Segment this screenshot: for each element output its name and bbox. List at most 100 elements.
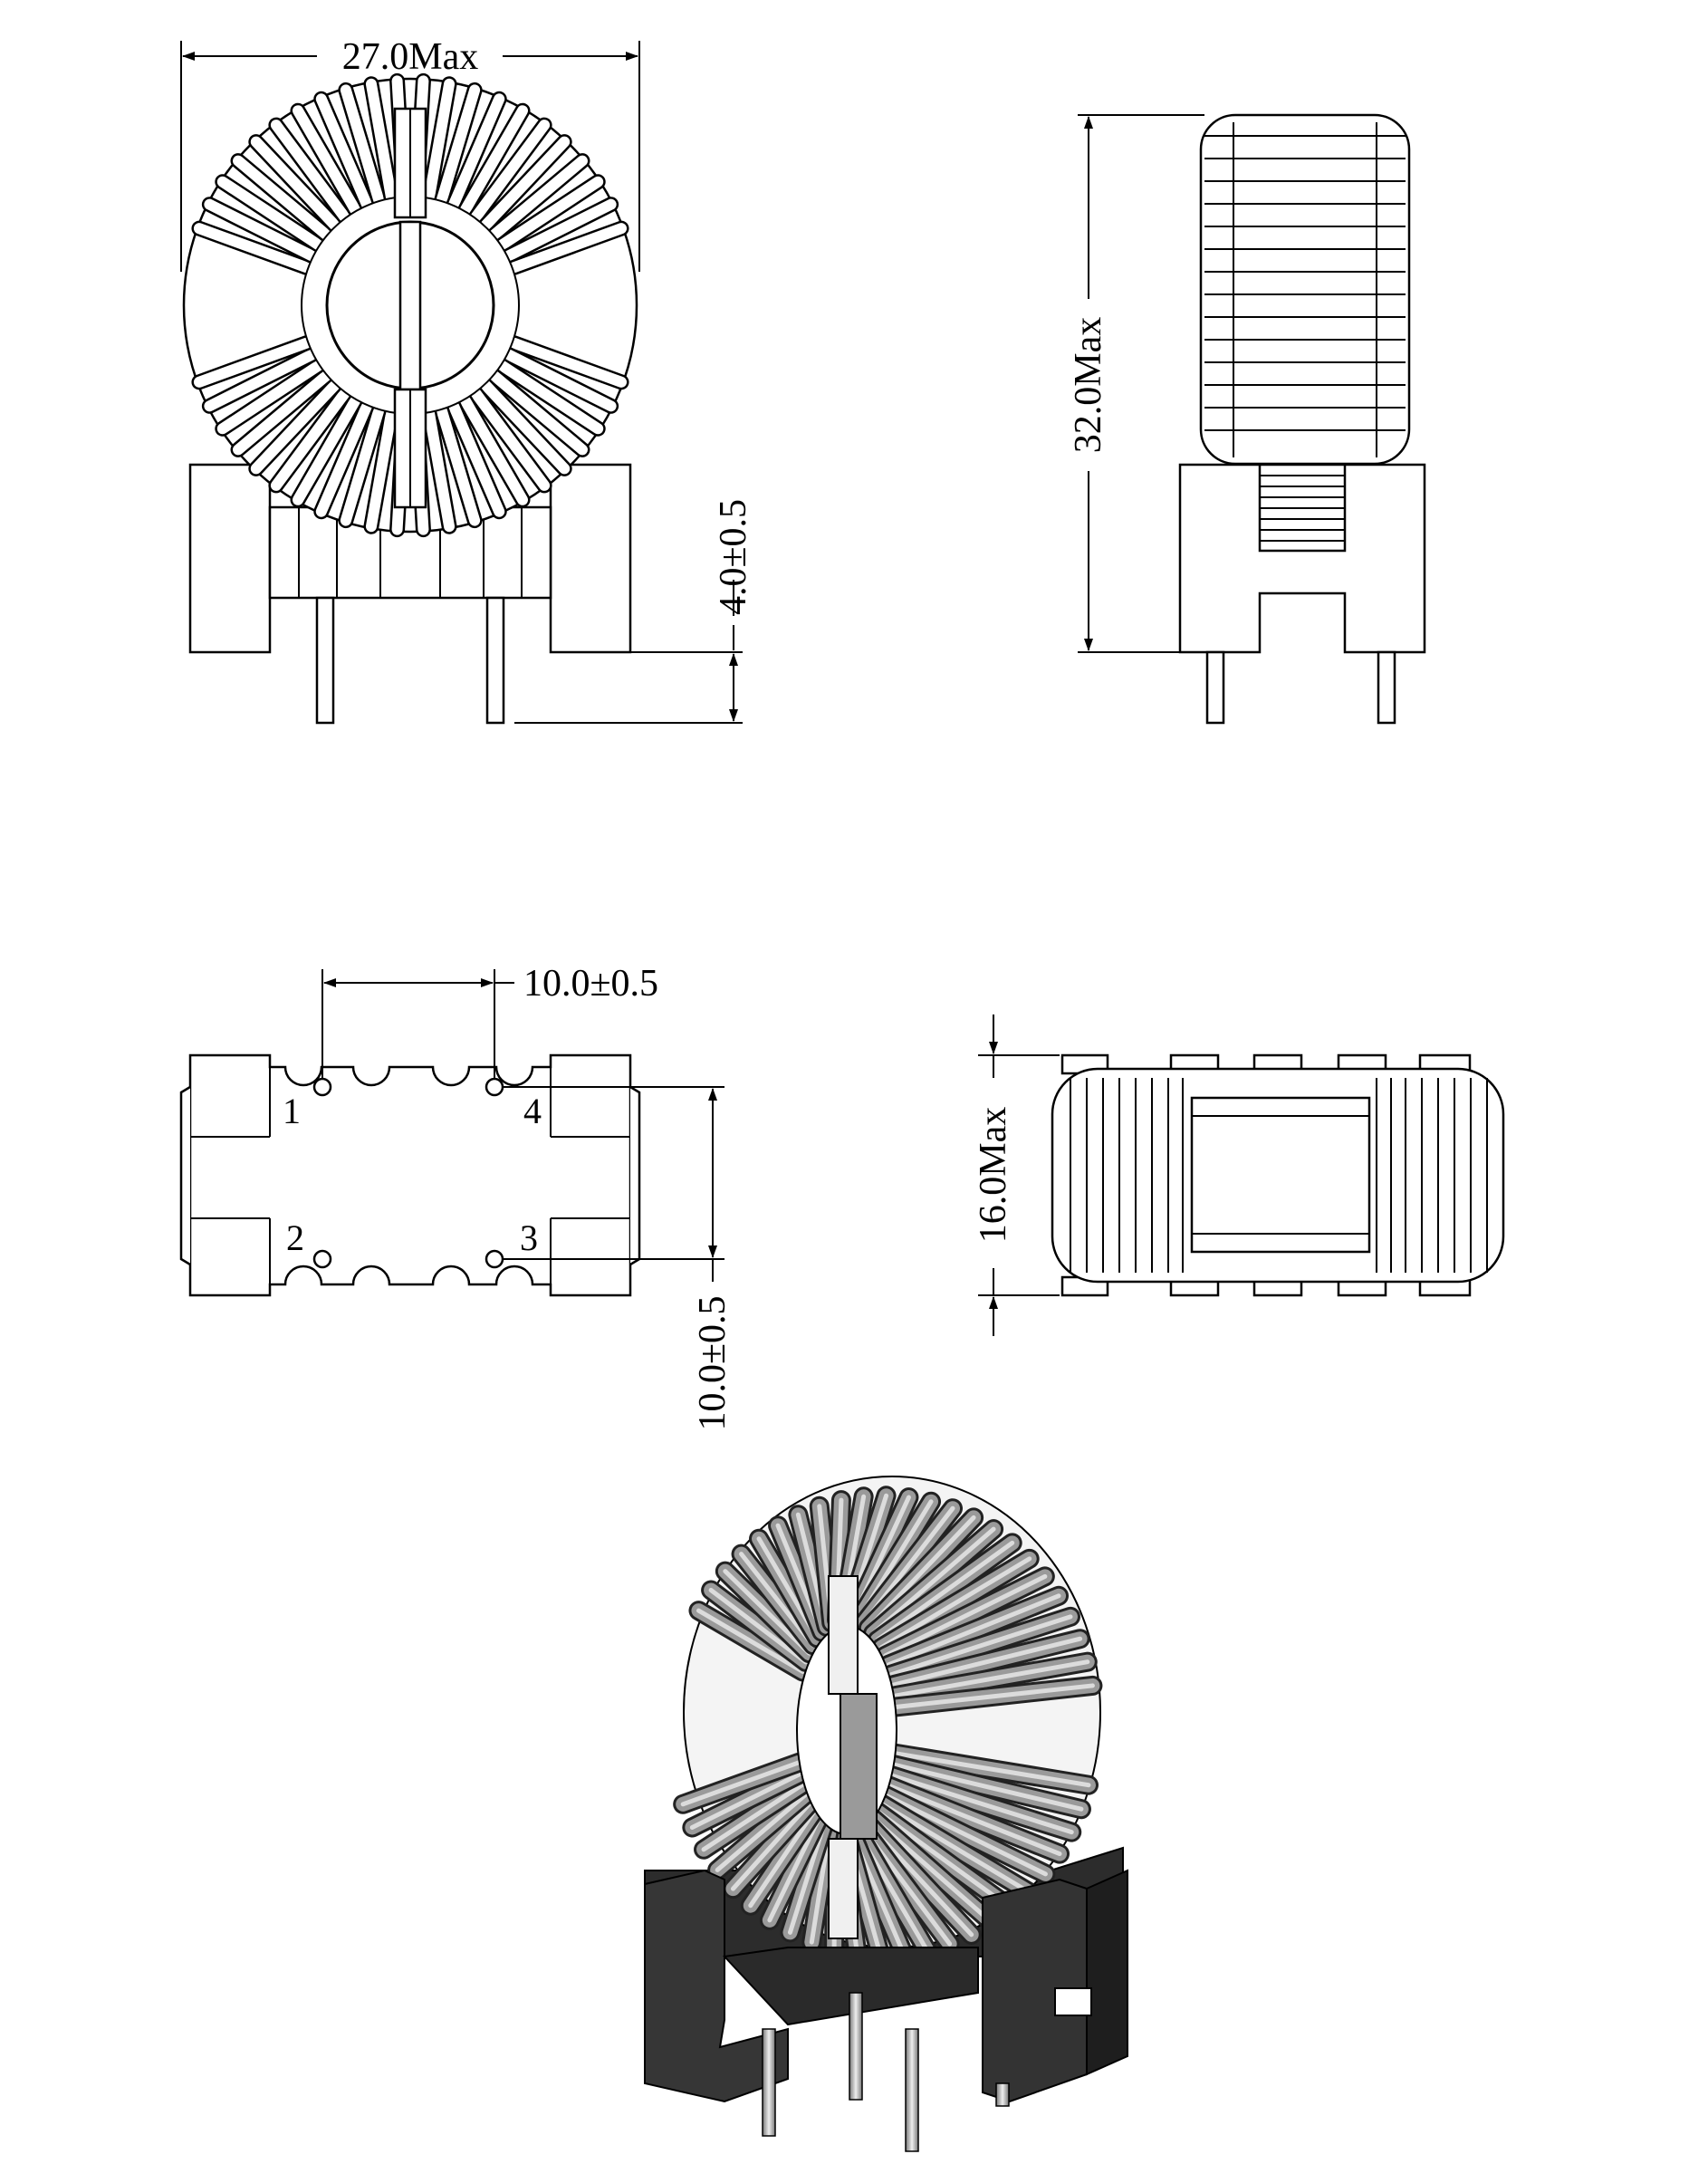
winding-wire-fill [424,409,456,533]
pin-label-3: 3 [520,1217,538,1258]
front-lead-right [485,596,505,725]
dimension-side-height: 32.0Max [1068,114,1204,653]
iso-winding-wire-highlight [767,1814,822,1923]
iso-lead-4 [995,2082,1010,2107]
toroid-divider [393,107,427,509]
dimension-lead-standoff: 4.0±0.5 [514,499,754,724]
bottom-base-outline [188,1053,632,1297]
iso-winding-wire-highlight [883,1793,1048,1877]
dimension-lead-standoff-label: 4.0±0.5 [713,499,754,615]
winding-wire-fill [293,105,360,216]
winding-wire-fill [508,223,628,274]
winding-wire-fill [315,401,372,517]
winding-wire-fill [470,120,551,223]
side-view: 32.0Max [1068,113,1426,725]
winding-wire-fill [216,176,324,250]
bottom-wire-left [179,1085,191,1266]
iso-winding-wire-highlight [883,1573,1048,1659]
iso-winding-wire-highlight [715,1791,810,1872]
winding-wire-fill [365,409,397,533]
winding-wire-fill [250,380,341,475]
pin-hole-2 [312,1249,332,1269]
iso-lead-2 [849,1992,863,2101]
dimension-front-width: 27.0Max [180,36,640,272]
iso-base-right-h-slot [1054,1987,1092,2016]
iso-base-left [644,1869,789,2103]
side-lead-left [1205,650,1225,725]
dimension-top-depth: 16.0Max [973,1015,1060,1336]
iso-winding-wire-highlight [891,1636,1083,1688]
iso-view [644,1476,1128,2152]
winding-wire-fill [233,155,331,240]
pin-hole-1 [312,1077,332,1097]
winding-wire-fill [436,84,481,206]
iso-winding-wire-highlight [875,1809,1014,1911]
side-winding-lines [1204,122,1406,457]
bottom-wire-right [629,1085,641,1266]
front-lead-left [315,596,335,725]
iso-divider-mid [840,1693,878,1840]
iso-divider-bottom [828,1838,859,1939]
iso-winding-wire-highlight [730,1799,814,1891]
iso-winding-wire-highlight [879,1801,1032,1895]
dimension-pin-spacing-vertical-label: 10.0±0.5 [692,1295,734,1430]
winding-wire-fill [315,93,372,209]
top-core-window [1190,1096,1371,1254]
bottom-view: 1 4 2 3 10.0±0.5 10.0±0.5 [179,963,734,1431]
winding-wire-fill [365,78,397,202]
winding-wire-fill [460,395,528,505]
iso-base-center [722,1947,979,2026]
iso-winding-wire-highlight [696,1608,806,1674]
dimension-pin-spacing-vertical: 10.0±0.5 [504,1086,734,1431]
iso-winding-wire-highlight [886,1593,1061,1668]
dimension-top-depth-label: 16.0Max [973,1107,1014,1244]
dimension-side-height-label: 32.0Max [1068,317,1109,454]
winding-wire-fill [448,401,505,517]
winding-wire-fill [496,176,604,250]
iso-windings [673,1486,1103,1966]
iso-lead-3 [905,2028,919,2152]
winding-wire-fill [293,395,360,505]
iso-winding-wire-highlight [886,1783,1062,1857]
winding-wire-fill [496,361,604,435]
iso-winding-wire-highlight [875,1540,1015,1642]
top-view: 16.0Max [973,1015,1505,1336]
iso-winding-wire-highlight [870,1526,996,1636]
winding-wire-fill [480,380,571,475]
pin-hole-3 [485,1249,504,1269]
iso-winding-wire-highlight [723,1569,811,1656]
iso-divider-top [828,1575,859,1695]
winding-wire-fill [204,198,317,262]
winding-wire-fill [233,370,331,456]
winding-wire-fill [340,405,385,526]
iso-winding-wire-highlight [893,1659,1090,1698]
iso-winding-wire-highlight [879,1556,1032,1650]
dimension-pin-spacing-horizontal: 10.0±0.5 [321,963,658,1078]
winding-wire-fill [270,120,350,223]
pin-hole-4 [485,1077,504,1097]
winding-wire-fill [489,155,588,240]
iso-base-right-side [1086,1869,1128,2076]
winding-wire-fill [204,349,317,412]
winding-wire-fill [193,223,312,274]
iso-winding-wire-highlight [893,1751,1091,1788]
side-winding-body [1199,113,1411,466]
iso-winding-wire-highlight [708,1588,809,1665]
front-view: 27.0Max 4.0±0.5 [180,36,754,725]
dimension-pin-spacing-horizontal-label: 10.0±0.5 [523,963,658,1005]
iso-winding-wire-highlight [701,1781,807,1852]
winding-wire-fill [460,105,528,216]
iso-winding-wire-highlight [891,1762,1084,1812]
iso-winding-wire-highlight [680,1760,801,1807]
winding-wire-fill [508,337,628,388]
iso-lead-1 [762,2028,776,2137]
iso-winding-wire-highlight [689,1771,804,1830]
iso-winding-wire-highlight [889,1773,1074,1835]
top-winding-lines [1070,1078,1488,1273]
winding-wire-fill [504,349,617,412]
side-lead-right [1377,650,1396,725]
iso-winding-wire-highlight [894,1683,1095,1709]
pin-label-2: 2 [286,1217,304,1258]
winding-wire-fill [436,405,481,526]
winding-wire-fill [448,93,505,209]
